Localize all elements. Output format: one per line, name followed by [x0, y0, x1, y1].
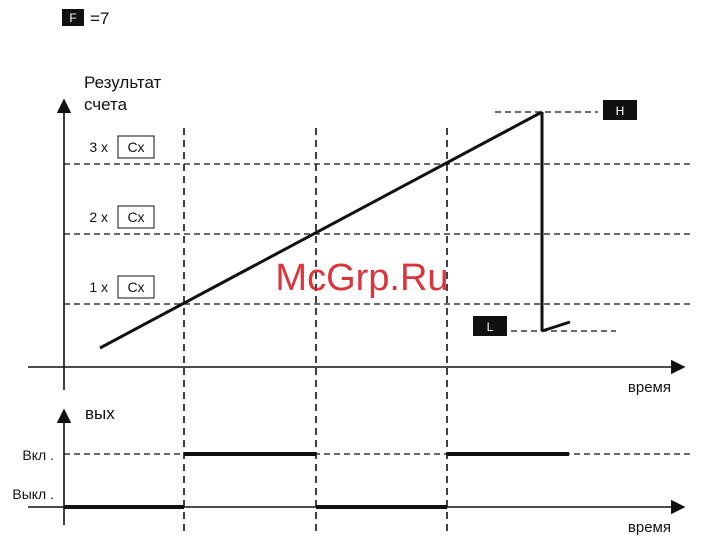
top-ylabel-line2: счета	[84, 95, 128, 114]
level-1-box-label: Cx	[127, 279, 144, 295]
bottom-ylabel: вых	[85, 404, 115, 423]
mode-value: =7	[90, 9, 109, 28]
level-2-multiplier: 2 x	[89, 209, 108, 225]
top-ylabel-line1: Результат	[84, 73, 162, 92]
on-level-label: Вкл .	[22, 447, 54, 463]
mode-box-label: F	[69, 11, 76, 25]
bottom-xlabel: время	[628, 519, 671, 536]
count-ramp	[100, 112, 542, 348]
low-marker-label: L	[487, 320, 494, 334]
off-level-label: Выкл .	[12, 486, 54, 502]
level-3-box-label: Cx	[127, 139, 144, 155]
top-xlabel: время	[628, 379, 671, 396]
watermark: McGrp.Ru	[275, 257, 448, 299]
level-3-multiplier: 3 x	[89, 139, 108, 155]
restart-ramp	[542, 322, 570, 331]
level-1-multiplier: 1 x	[89, 279, 108, 295]
high-marker-label: H	[616, 104, 625, 118]
level-2-box-label: Cx	[127, 209, 144, 225]
